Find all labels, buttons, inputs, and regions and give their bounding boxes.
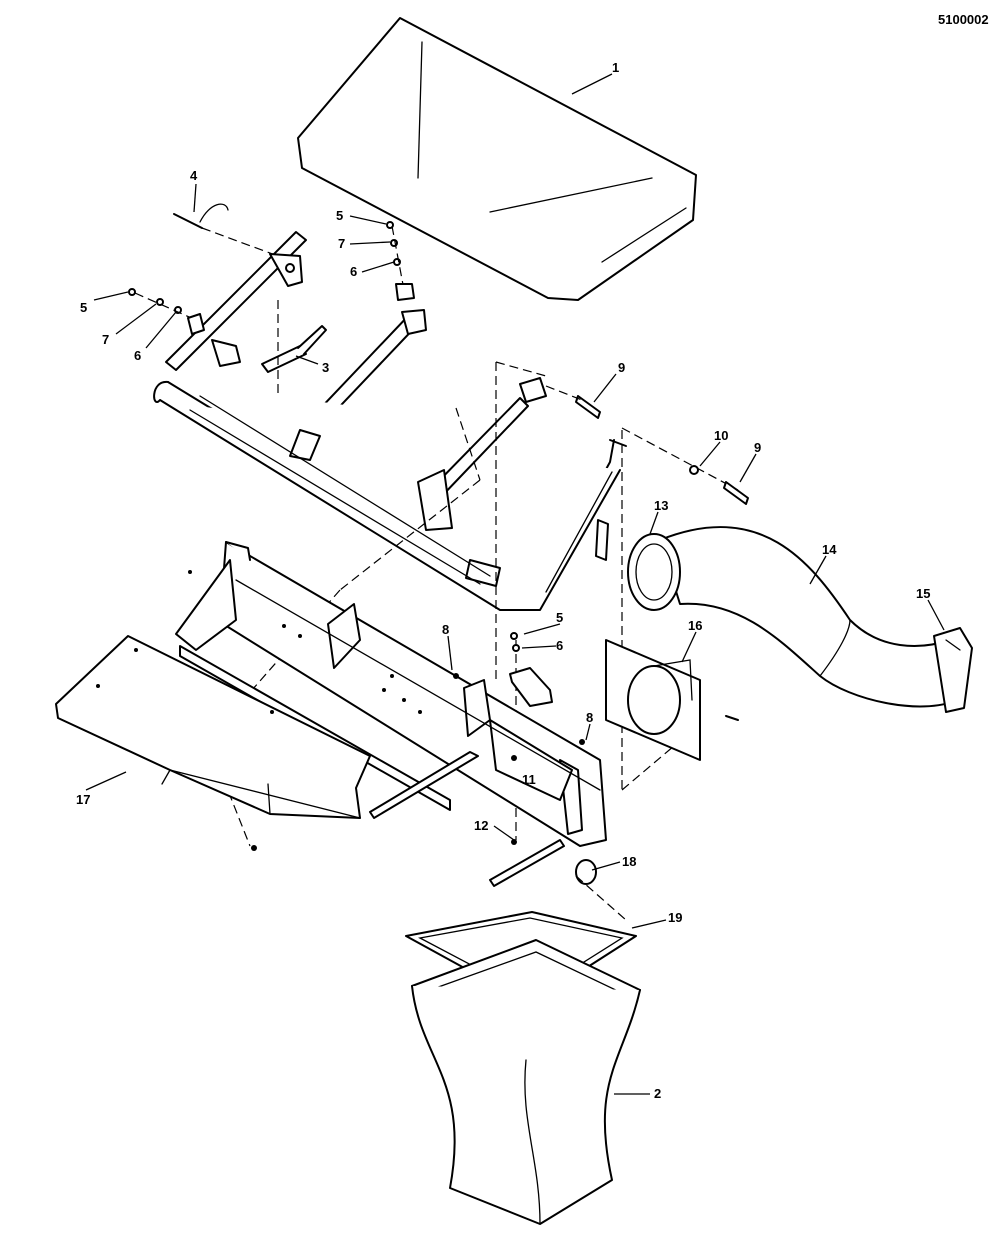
callout-3: 3 — [322, 360, 329, 375]
part-14-hose — [627, 526, 973, 713]
drawing-number: 5100002 — [938, 12, 989, 27]
callout-1: 1 — [612, 60, 619, 75]
callout-9-upper: 9 — [618, 360, 625, 375]
callout-8-middle: 8 — [442, 622, 449, 637]
part-hardware-upper — [386, 221, 415, 301]
callout-12: 12 — [474, 818, 488, 833]
callout-11: 11 — [522, 772, 536, 787]
callout-8-right: 8 — [586, 710, 593, 725]
callout-9-right: 9 — [754, 440, 761, 455]
callout-14: 14 — [822, 542, 837, 557]
callout-leaders — [85, 73, 945, 1095]
callout-5-left: 5 — [80, 300, 87, 315]
callout-19: 19 — [668, 910, 682, 925]
part-2-collection-bag — [411, 939, 641, 1225]
callout-6-middle: 6 — [556, 638, 563, 653]
part-hardware-right — [545, 385, 749, 505]
callout-5-middle: 5 — [556, 610, 563, 625]
part-3-gas-spring-and-arm — [165, 231, 327, 420]
callout-13: 13 — [654, 498, 668, 513]
callout-labels: 1 4 5 7 6 5 7 6 3 9 10 9 13 14 15 16 5 6… — [76, 60, 930, 1101]
callout-15: 15 — [916, 586, 930, 601]
callout-17: 17 — [76, 792, 90, 807]
callout-16: 16 — [688, 618, 702, 633]
callout-4: 4 — [190, 168, 198, 183]
part-17-deflector — [55, 635, 371, 851]
part-hardware-left — [128, 288, 205, 335]
callout-6-upper: 6 — [350, 264, 357, 279]
callout-18: 18 — [622, 854, 636, 869]
callout-5-upper: 5 — [336, 208, 343, 223]
callout-10: 10 — [714, 428, 728, 443]
part-bracket-middle — [509, 632, 553, 707]
part-4-hinge-pin — [173, 203, 279, 257]
callout-2: 2 — [654, 1086, 661, 1101]
part-1-cover — [297, 17, 697, 301]
callout-7-upper: 7 — [338, 236, 345, 251]
part-16-adapter — [605, 639, 739, 761]
callout-7-left: 7 — [102, 332, 109, 347]
callout-6-left: 6 — [134, 348, 141, 363]
part-main-frame — [153, 377, 627, 611]
